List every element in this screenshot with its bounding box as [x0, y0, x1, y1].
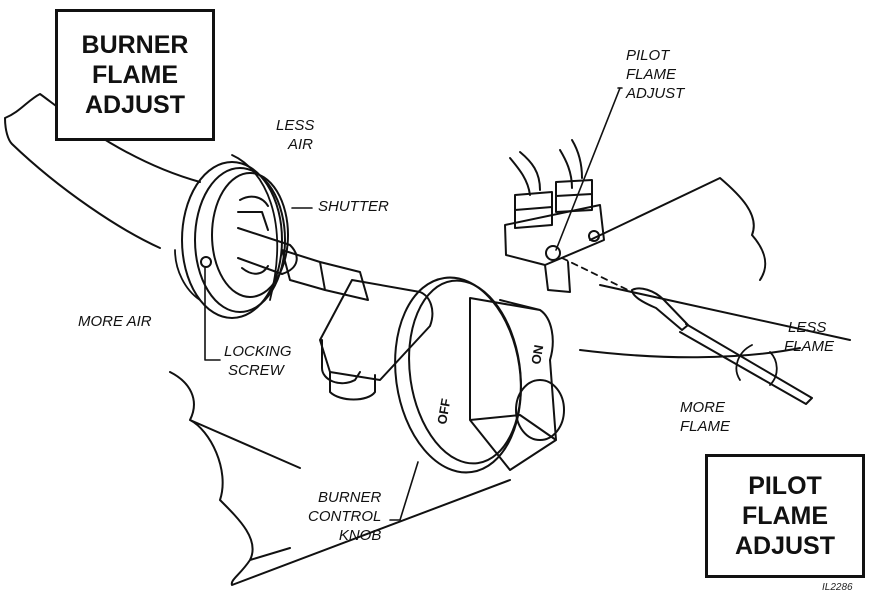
manifold-pipe	[169, 371, 511, 586]
label-locking-screw: LOCKING SCREW	[224, 342, 292, 380]
label-line: FLAME	[680, 418, 731, 435]
label-line: BURNER	[318, 489, 382, 506]
label-line: CONTROL	[308, 508, 382, 525]
shutter-ribs	[237, 195, 269, 275]
manifold-pipe-top	[589, 177, 851, 341]
label-less-air: LESS AIR	[276, 116, 314, 154]
label-line: PILOT	[626, 47, 670, 64]
shutter-outer-rim	[181, 161, 283, 319]
label-shutter: SHUTTER	[318, 198, 389, 215]
label-pilot-flame-adjust: PILOT FLAME ADJUST	[626, 46, 684, 103]
valve-stem	[321, 339, 376, 401]
label-more-flame: MORE FLAME	[680, 398, 730, 436]
figure-code: IL2286	[822, 582, 853, 593]
locking-screw-head	[200, 256, 212, 268]
leader-pilot-adjust	[555, 87, 623, 251]
label-line: LOCKING	[224, 343, 292, 360]
label-line: MORE	[680, 399, 725, 416]
pilot-nut-2	[555, 179, 593, 213]
pilot-tube-1	[509, 151, 541, 196]
label-line: SCREW	[228, 362, 284, 379]
manifold-pipe-bottom	[579, 347, 801, 359]
knob-end-cap	[515, 379, 565, 441]
label-line: KNOB	[338, 527, 382, 544]
box-line: FLAME	[91, 61, 179, 89]
knob-handle	[469, 297, 557, 471]
shutter-face	[211, 172, 289, 298]
pilot-nut-1	[514, 191, 553, 229]
pilot-block	[504, 204, 605, 293]
box-line: ADJUST	[84, 91, 185, 119]
pilot-adjust-screw	[545, 245, 561, 261]
leader-locking-screw	[204, 267, 221, 361]
leader-knob	[389, 461, 419, 521]
valve-body	[319, 279, 434, 381]
label-line: LESS	[788, 319, 827, 336]
box-line: PILOT	[748, 472, 822, 500]
label-burner-control-knob: BURNER CONTROL KNOB	[308, 488, 381, 545]
flame-rotation-arc	[735, 344, 778, 386]
knob-on-text: ON	[528, 344, 546, 366]
orifice-fitting	[281, 249, 369, 301]
screwdriver-blade	[631, 287, 689, 331]
screwdriver-shaft	[679, 323, 813, 405]
label-line: ADJUST	[626, 85, 685, 102]
knob-off-text: OFF	[434, 397, 453, 425]
box-line: ADJUST	[734, 532, 835, 560]
knob-dial	[394, 276, 522, 474]
label-line: LESS	[276, 117, 315, 134]
label-line: AIR	[288, 136, 314, 153]
box-line: FLAME	[741, 502, 829, 530]
label-less-flame: LESS FLAME	[784, 318, 834, 356]
pilot-flame-adjust-box: PILOT FLAME ADJUST	[705, 454, 865, 578]
burner-flame-adjust-box: BURNER FLAME ADJUST	[55, 9, 215, 141]
label-line: FLAME	[784, 338, 835, 355]
screwdriver-guide-line	[561, 257, 633, 293]
box-line: BURNER	[81, 31, 189, 59]
burner-tube-left	[4, 93, 201, 249]
pilot-tube-2	[559, 139, 583, 189]
label-more-air: MORE AIR	[78, 313, 152, 330]
shutter-inner-rim	[194, 167, 286, 313]
label-line: FLAME	[626, 66, 677, 83]
knob-dial-rim	[408, 279, 522, 465]
pilot-cap-screw	[588, 230, 600, 242]
air-rotation-arc	[174, 154, 278, 301]
